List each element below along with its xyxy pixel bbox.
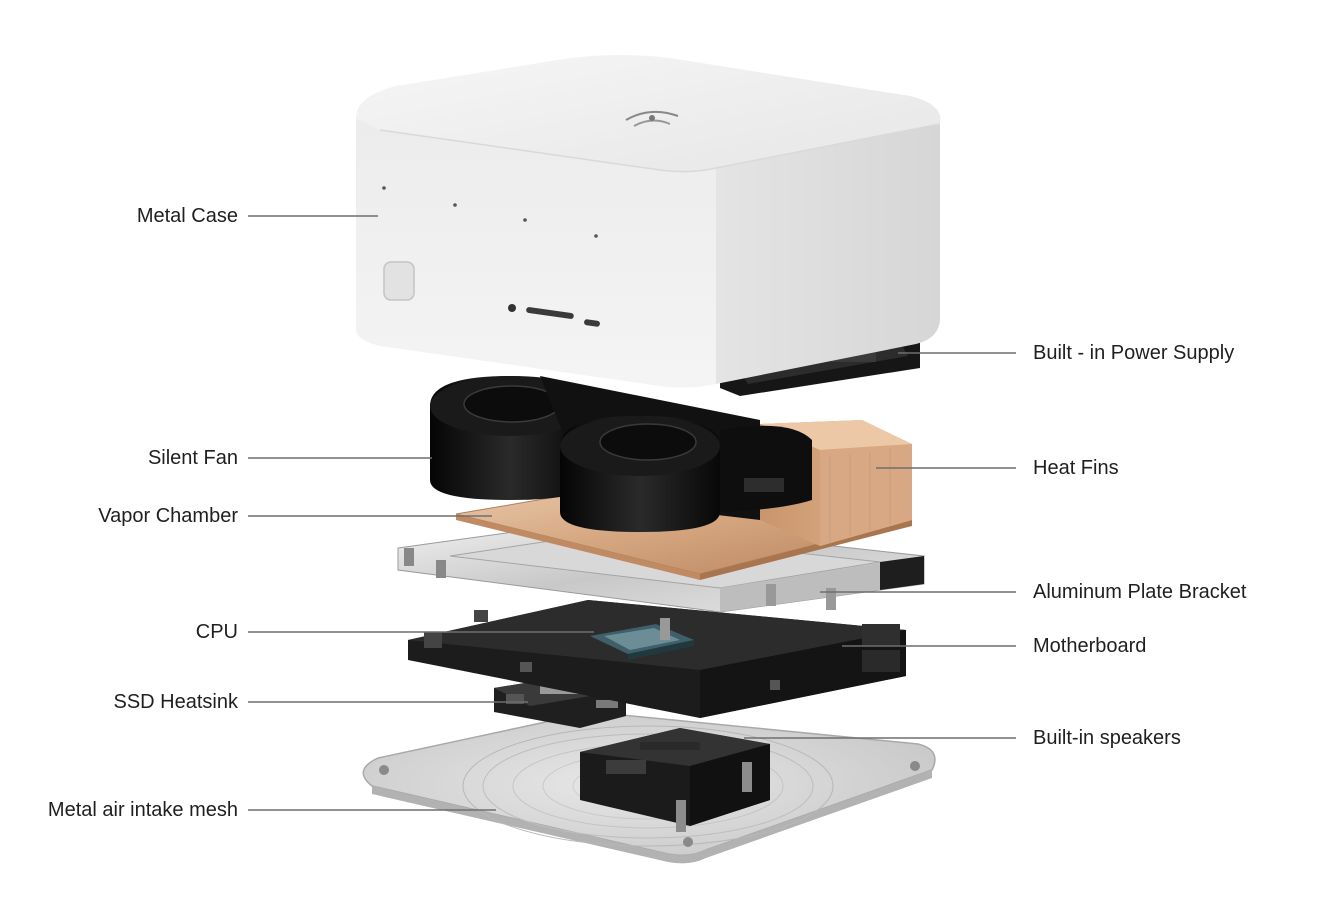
label-cpu: CPU xyxy=(195,621,238,643)
label-aluminum-plate-bracket: Aluminum Plate Bracket xyxy=(1033,581,1247,603)
metal-case xyxy=(356,55,941,388)
label-silent-fan: Silent Fan xyxy=(147,447,238,469)
label-power-supply: Built - in Power Supply xyxy=(1033,342,1235,364)
label-motherboard: Motherboard xyxy=(1033,635,1147,657)
label-vapor-chamber: Vapor Chamber xyxy=(98,505,238,527)
motherboard-part xyxy=(408,600,906,718)
label-ssd-heatsink: SSD Heatsink xyxy=(113,691,239,713)
label-built-in-speakers: Built-in speakers xyxy=(1033,727,1181,749)
label-air-intake-mesh: Metal air intake mesh xyxy=(47,799,238,821)
brand-logo-icon xyxy=(625,110,679,127)
label-heat-fins: Heat Fins xyxy=(1033,457,1119,479)
leader-lines xyxy=(248,215,1016,811)
air-intake-mesh xyxy=(362,711,936,864)
silent-fan xyxy=(430,376,812,532)
power-button-icon xyxy=(383,261,415,301)
label-metal-case: Metal Case xyxy=(136,205,238,227)
